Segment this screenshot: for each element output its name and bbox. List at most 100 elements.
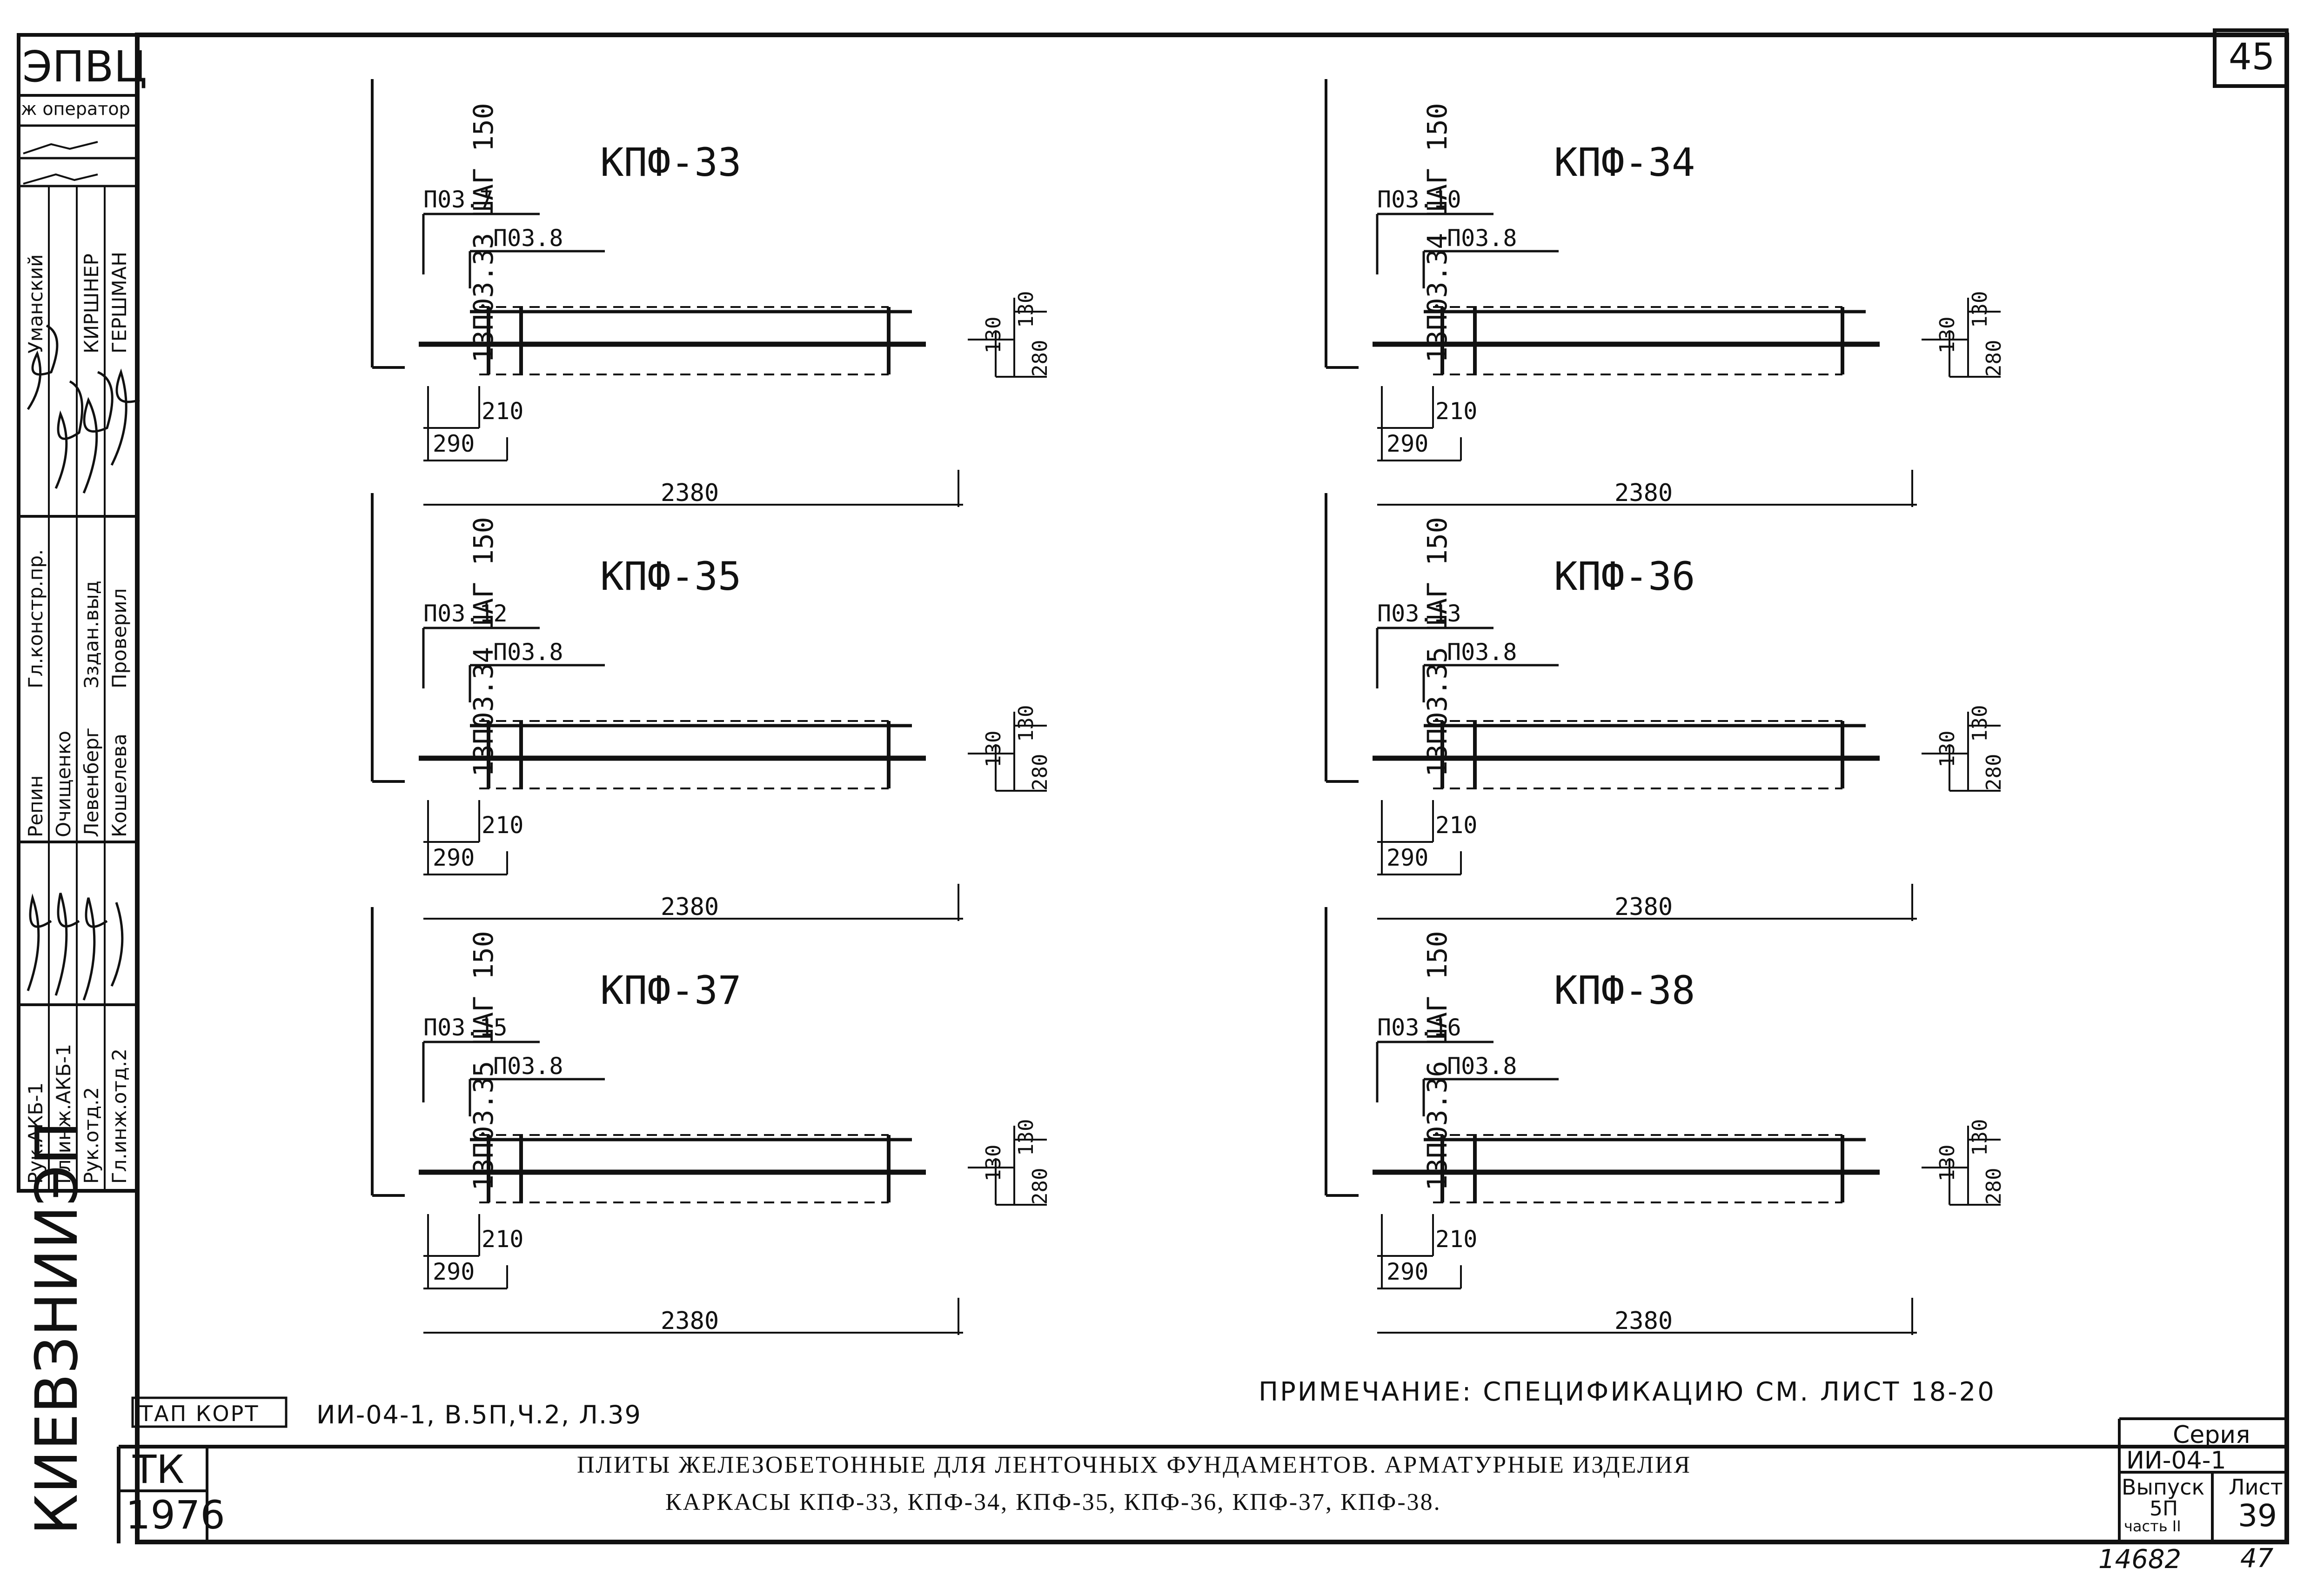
frame-side-label: 13П03.34 ШАГ 150 (468, 517, 499, 777)
title-line-1: ПЛИТЫ ЖЕЛЕЗОБЕТОННЫЕ ДЛЯ ЛЕНТОЧНЫХ ФУНДА… (577, 1452, 1692, 1478)
dim-130-b: 130 (1968, 291, 1992, 328)
frame-second-label: П03.8 (493, 225, 563, 252)
dim-280: 280 (1982, 1168, 2006, 1205)
stamp-role-6: Зздан.выд (80, 581, 103, 688)
stamp-name-7: ГЕРШМАН (108, 252, 131, 354)
signature-scribble (23, 173, 98, 185)
dim-130-a: 130 (1936, 730, 1959, 768)
dim-210: 210 (1435, 398, 1478, 425)
signature-scribble (110, 902, 124, 987)
reference-box-label: ТАП КОРТ (140, 1401, 260, 1426)
dim-130-b: 130 (1014, 705, 1038, 742)
frame-second-label: П03.8 (1447, 225, 1517, 252)
page-number: 47 (2240, 1543, 2274, 1574)
frame-side-label: 13П03.35 ШАГ 150 (1421, 517, 1453, 777)
frame-second-label: П03.8 (1447, 639, 1517, 666)
frame-top-label: П03.7 (423, 186, 494, 213)
note: ПРИМЕЧАНИЕ: СПЕЦИФИКАЦИЮ СМ. ЛИСТ 18-20 (1259, 1377, 1996, 1407)
title-block-code: ТК (133, 1447, 184, 1492)
stamp-name-5: Уманский (24, 254, 47, 354)
dim-280: 280 (1028, 1168, 1052, 1205)
dim-130-b: 130 (1968, 1119, 1992, 1156)
sheet-number: 45 (2229, 36, 2275, 78)
frame-title: КПФ-36 (1554, 554, 1695, 599)
dim-2380: 2380 (661, 1307, 719, 1335)
frame-title: КПФ-37 (600, 968, 742, 1013)
frame-side-label: 13П03.33 ШАГ 150 (468, 103, 499, 363)
stamp-name-1: Репин (24, 775, 47, 837)
frame-title: КПФ-38 (1554, 968, 1695, 1013)
signature-scribble (54, 893, 80, 996)
title-line-2: КАРКАСЫ КПФ-33, КПФ-34, КПФ-35, КПФ-36, … (665, 1489, 1441, 1515)
outer-frame (135, 33, 2289, 1544)
part-label: часть II (2124, 1517, 2181, 1535)
dim-2380: 2380 (1614, 479, 1673, 507)
dim-130-a: 130 (1936, 1144, 1959, 1181)
dim-210: 210 (1435, 1226, 1478, 1253)
series-value: ИИ-04-1 (2126, 1447, 2226, 1475)
dim-290: 290 (1386, 844, 1429, 871)
dim-290: 290 (433, 844, 475, 871)
dim-290: 290 (1386, 1258, 1429, 1285)
frame-top-label: П03.16 (1377, 1014, 1461, 1041)
issue-value: 5П (2150, 1497, 2178, 1521)
dim-130-a: 130 (982, 316, 1005, 354)
dim-280: 280 (1028, 340, 1052, 377)
dim-280: 280 (1982, 340, 2006, 377)
stamp-role-2: Гл.инж.АКБ-1 (52, 1044, 75, 1184)
dim-2380: 2380 (661, 893, 719, 921)
signature-scribble (110, 368, 140, 466)
dim-290: 290 (433, 430, 475, 457)
reference-box (131, 1396, 288, 1428)
inventory-number: 14682 (2098, 1544, 2182, 1575)
sheet-label: Лист (2229, 1475, 2283, 1500)
stamp-role-7: Проверил (108, 588, 131, 688)
dim-130-a: 130 (1936, 316, 1959, 354)
signature-scribble (54, 380, 84, 489)
frame-side-label: 13П03.34 ШАГ 150 (1421, 103, 1453, 363)
frame-top-label: П03.12 (423, 600, 508, 627)
dim-210: 210 (482, 812, 524, 839)
signature-scribble (82, 371, 114, 494)
stamp-role-4: Гл.инж.отд.2 (108, 1048, 131, 1184)
dim-130-a: 130 (982, 1144, 1005, 1181)
frame-second-label: П03.8 (493, 639, 563, 666)
signature-scribble (27, 324, 59, 410)
stamp-name-2: Очищенко (52, 730, 75, 837)
frame-top-label: П03.15 (423, 1014, 508, 1041)
dim-210: 210 (482, 398, 524, 425)
dim-280: 280 (1028, 754, 1052, 791)
stamp-role-3: Рук.отд.2 (80, 1087, 103, 1184)
signature-scribble (23, 141, 98, 154)
series-label: Серия (2173, 1421, 2250, 1449)
dim-2380: 2380 (661, 479, 719, 507)
stamp-operator-label: ж оператор (21, 99, 130, 119)
stamp-name-3: Левенберг (80, 728, 103, 837)
dim-130-b: 130 (1968, 705, 1992, 742)
reference-text: ИИ-04-1, В.5П,Ч.2, Л.39 (316, 1400, 642, 1429)
dim-130-b: 130 (1014, 1119, 1038, 1156)
frame-title: КПФ-33 (600, 140, 742, 185)
frame-side-label: 13П03.36 ШАГ 150 (1421, 931, 1453, 1191)
signature-scribble (27, 893, 52, 991)
title-block-year: 1976 (126, 1492, 225, 1538)
frame-side-label: 13П03.35 ШАГ 150 (468, 931, 499, 1191)
frame-second-label: П03.8 (1447, 1053, 1517, 1080)
issue-label: Выпуск (2122, 1475, 2205, 1500)
sheet-value: 39 (2238, 1498, 2277, 1534)
signature-scribble (82, 897, 108, 1001)
dim-210: 210 (1435, 812, 1478, 839)
stamp-org-top: ЭПВЦ (22, 42, 147, 92)
frames-layer (371, 79, 2001, 1335)
frame-second-label: П03.8 (493, 1053, 563, 1080)
frame-top-label: П03.13 (1377, 600, 1461, 627)
dim-290: 290 (1386, 430, 1429, 457)
dim-290: 290 (433, 1258, 475, 1285)
frame-top-label: П03.10 (1377, 186, 1461, 213)
stamp-name-4: Кошелева (108, 734, 131, 837)
dim-2380: 2380 (1614, 1307, 1673, 1335)
dim-2380: 2380 (1614, 893, 1673, 921)
dim-280: 280 (1982, 754, 2006, 791)
stamp-role-1: Рук.АКБ-1 (24, 1082, 47, 1184)
